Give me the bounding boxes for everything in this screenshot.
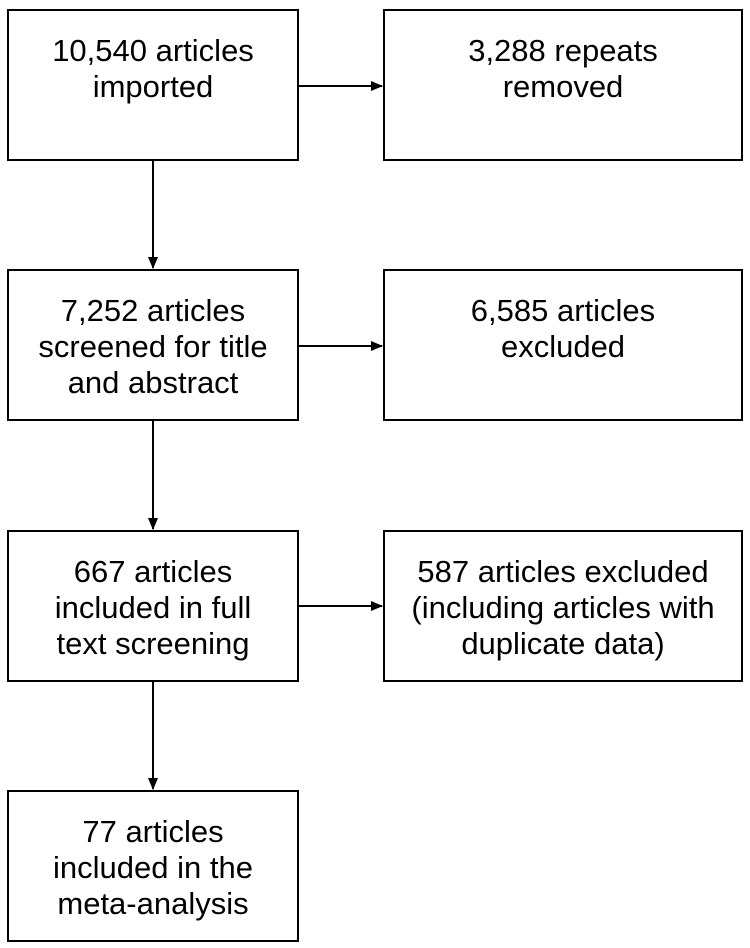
box-line: (including articles with	[411, 590, 715, 625]
box-articles-excluded-full-text: 587 articles excluded (including article…	[383, 530, 743, 682]
box-line: 77 articles	[82, 814, 224, 849]
box-line: imported	[92, 69, 214, 104]
box-articles-excluded-screening: 6,585 articles excluded	[383, 269, 743, 421]
box-full-text-screening: 667 articles included in full text scree…	[7, 530, 299, 682]
box-line: included in the	[53, 850, 253, 885]
box-articles-screened: 7,252 articles screened for title and ab…	[7, 269, 299, 421]
box-meta-analysis: 77 articles included in the meta-analysi…	[7, 790, 299, 942]
box-line: 587 articles excluded	[417, 554, 709, 589]
box-line: 6,585 articles	[470, 293, 656, 328]
box-line: removed	[502, 69, 624, 104]
box-line: duplicate data)	[461, 626, 665, 661]
box-line: excluded	[500, 329, 626, 364]
box-line: meta-analysis	[57, 886, 249, 921]
box-line: 667 articles	[73, 554, 233, 589]
box-line: 10,540 articles	[52, 33, 254, 68]
box-line: screened for title	[38, 329, 268, 364]
box-repeats-removed: 3,288 repeats removed	[383, 9, 743, 161]
box-line: and abstract	[67, 365, 239, 400]
box-line: 3,288 repeats	[468, 33, 658, 68]
box-line: 7,252 articles	[60, 293, 246, 328]
box-line: included in full	[54, 590, 252, 625]
box-line: text screening	[56, 626, 250, 661]
box-articles-imported: 10,540 articles imported	[7, 9, 299, 161]
